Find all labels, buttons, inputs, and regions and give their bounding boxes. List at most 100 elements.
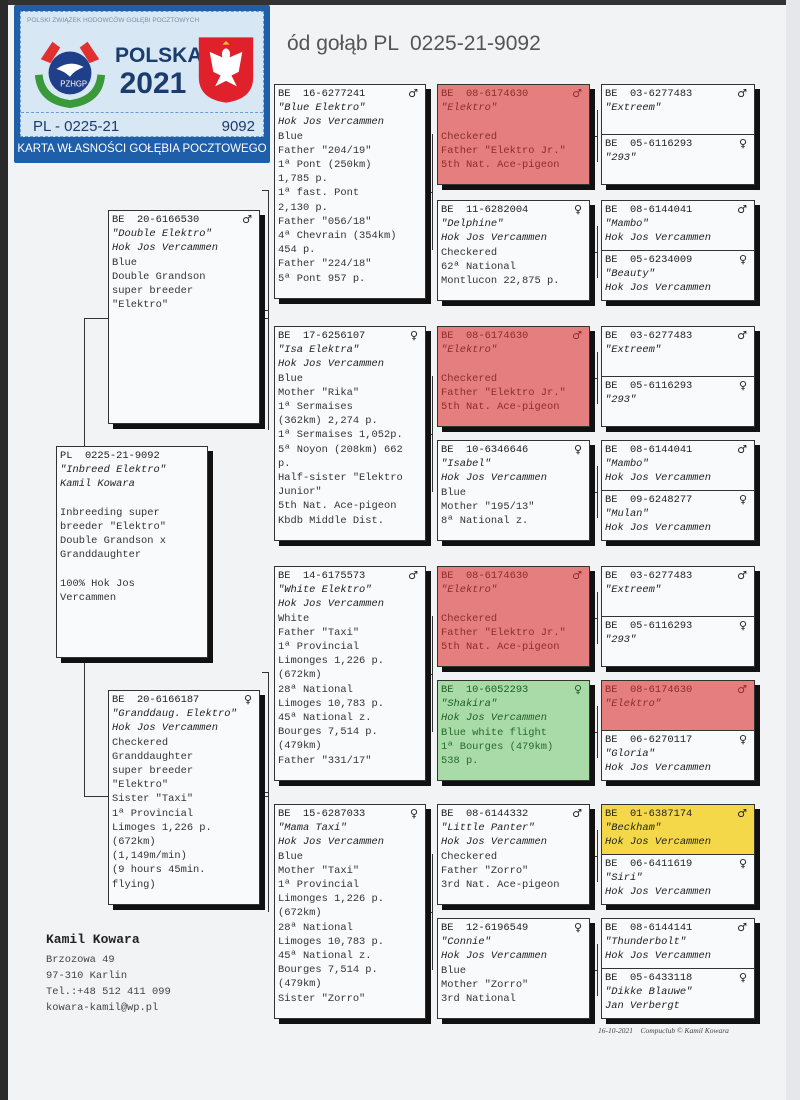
pigeon-header: BE 08-6144041♂: [605, 203, 751, 217]
female-icon: ♀: [738, 971, 747, 984]
pigeon-detail: Bourges 7,514 p.: [278, 964, 378, 977]
pigeon-name: "Siri": [605, 872, 643, 885]
loft-name: Hok Jos Vercammen: [112, 722, 219, 735]
ring-number: BE 08-6144141: [605, 922, 693, 934]
connector-line: [262, 318, 268, 319]
male-icon: ♂: [737, 921, 747, 934]
pigeon-detail: 1ª Provincial: [278, 641, 360, 654]
pigeon-header: BE 08-6144332♂: [441, 807, 586, 821]
connector-line: [590, 378, 597, 379]
ring-number: BE 05-6116293: [605, 138, 693, 150]
loft-name: Hok Jos Vercammen: [441, 232, 548, 245]
pigeon-header: BE 05-6433118♀: [605, 971, 751, 985]
pigeon-name: "White Elektro": [278, 584, 372, 597]
connector-line: [262, 796, 268, 797]
pigeon-header: BE 10-6052293♀: [441, 683, 586, 697]
connector-line: [84, 318, 85, 446]
ring-number: BE 08-6174630: [441, 570, 529, 582]
connector-line: [590, 970, 597, 971]
pigeon-detail: Sister "Taxi": [112, 793, 194, 806]
pigeon-detail: 2,130 p.: [278, 201, 328, 214]
pigeon-detail: (362km) 2,274 p.: [278, 415, 378, 428]
ring-number: BE 06-6270117: [605, 734, 693, 746]
pigeon-name: "Connie": [441, 936, 491, 949]
pigeon-detail: Kbdb Middle Dist.: [278, 514, 385, 527]
pigeon-name: "Delphine": [441, 218, 504, 231]
pigeon-card: BE 03-6277483 ♂ "Extreem": [601, 326, 755, 377]
pigeon-name: "Elektro": [441, 584, 498, 597]
breeder-name: Kamil Kowara: [46, 932, 140, 947]
female-icon: ♀: [573, 203, 582, 216]
pigeon-detail: (672km): [278, 669, 322, 682]
pigeon-header: BE 14-6175573♂: [278, 569, 422, 583]
pigeon-detail: Half-sister "Elektro: [278, 472, 403, 485]
pigeon-detail: White: [278, 612, 310, 625]
ring-number: BE 03-6277483: [605, 570, 693, 582]
pigeon-name: "Extreem": [605, 344, 662, 357]
ring-number: BE 08-6174630: [441, 330, 529, 342]
connector-line: [432, 616, 433, 732]
pigeon-header: BE 05-6116293♀: [605, 619, 751, 633]
ring-number: BE 17-6256107: [278, 330, 366, 342]
pigeon-detail: p.: [278, 457, 291, 470]
loft-name: Jan Verbergt: [605, 1000, 680, 1013]
blank-line: [441, 115, 586, 129]
pigeon-card: BE 05-6116293♀"293": [601, 616, 755, 667]
female-icon: ♀: [738, 137, 747, 150]
connector-line: [597, 352, 598, 404]
loft-name: Hok Jos Vercammen: [605, 836, 712, 849]
connector-line: [268, 190, 269, 430]
pigeon-detail: 1ª Provincial: [278, 879, 360, 892]
ring-number: BE 08-6174630: [605, 684, 693, 696]
card-organization: POLSKI ZWIĄZEK HODOWCÓW GOŁĘBI POCZTOWYC…: [27, 17, 200, 24]
male-icon: ♂: [737, 329, 747, 342]
female-icon: ♀: [738, 379, 747, 392]
pigeon-detail: Blue: [278, 850, 303, 863]
connector-line: [590, 136, 597, 137]
pigeon-detail: 3rd National: [441, 993, 516, 1006]
pigeon-detail: (479km): [278, 740, 322, 753]
loft-name: Hok Jos Vercammen: [441, 712, 548, 725]
female-icon: ♀: [738, 253, 747, 266]
male-icon: ♂: [572, 569, 582, 582]
card-year: 2021: [119, 67, 187, 100]
pigeon-detail: Limoges 10,783 p.: [278, 935, 385, 948]
pigeon-card: BE 20-6166187♀"Granddaug. Elektro"Hok Jo…: [108, 690, 260, 905]
male-icon: ♂: [737, 807, 747, 820]
pigeon-card: BE 03-6277483♂"Extreem": [601, 566, 755, 617]
pigeon-detail: Sister "Zorro": [278, 992, 366, 1005]
pigeon-detail: Father "204/19": [278, 144, 372, 157]
pigeon-detail: Father "Zorro": [441, 864, 529, 877]
ring-number: BE 16-6277241: [278, 88, 366, 100]
connector-line: [84, 318, 108, 319]
pigeon-detail: (672km): [278, 907, 322, 920]
loft-name: Hok Jos Vercammen: [112, 242, 219, 255]
pigeon-detail: Blue: [112, 256, 137, 269]
connector-line: [597, 466, 598, 518]
pigeon-detail: [60, 492, 204, 506]
pigeon-name: "Thunderbolt": [605, 936, 687, 949]
pigeon-detail: (479km): [278, 978, 322, 991]
ring-number: BE 05-6116293: [605, 380, 693, 392]
pigeon-name: "Elektro": [441, 344, 498, 357]
pigeon-detail: 454 p.: [278, 244, 316, 257]
connector-line: [84, 796, 108, 797]
pigeon-header: BE 09-6248277♀: [605, 493, 751, 507]
pigeon-detail: Double Grandson x: [60, 535, 167, 548]
loft-name: Hok Jos Vercammen: [278, 358, 385, 371]
ring-number: BE 03-6277483: [605, 330, 693, 342]
pigeon-card: BE 05-6234009♀"Beauty"Hok Jos Vercammen: [601, 250, 755, 301]
pigeon-detail: 5th Nat. Ace-pigeon: [441, 641, 560, 653]
pigeon-header: BE 08-6174630♂: [605, 683, 751, 697]
pigeon-detail: (672km): [112, 836, 156, 849]
pigeon-detail: 28ª National: [278, 921, 353, 934]
connector-line: [597, 706, 598, 758]
loft-name: Hok Jos Vercammen: [605, 762, 712, 775]
female-icon: ♀: [738, 733, 747, 746]
connector-line: [262, 792, 268, 793]
pigeon-header: BE 06-6411619♀: [605, 857, 751, 871]
pigeon-detail: Junior": [278, 486, 322, 499]
loft-name: Hok Jos Vercammen: [278, 116, 385, 129]
